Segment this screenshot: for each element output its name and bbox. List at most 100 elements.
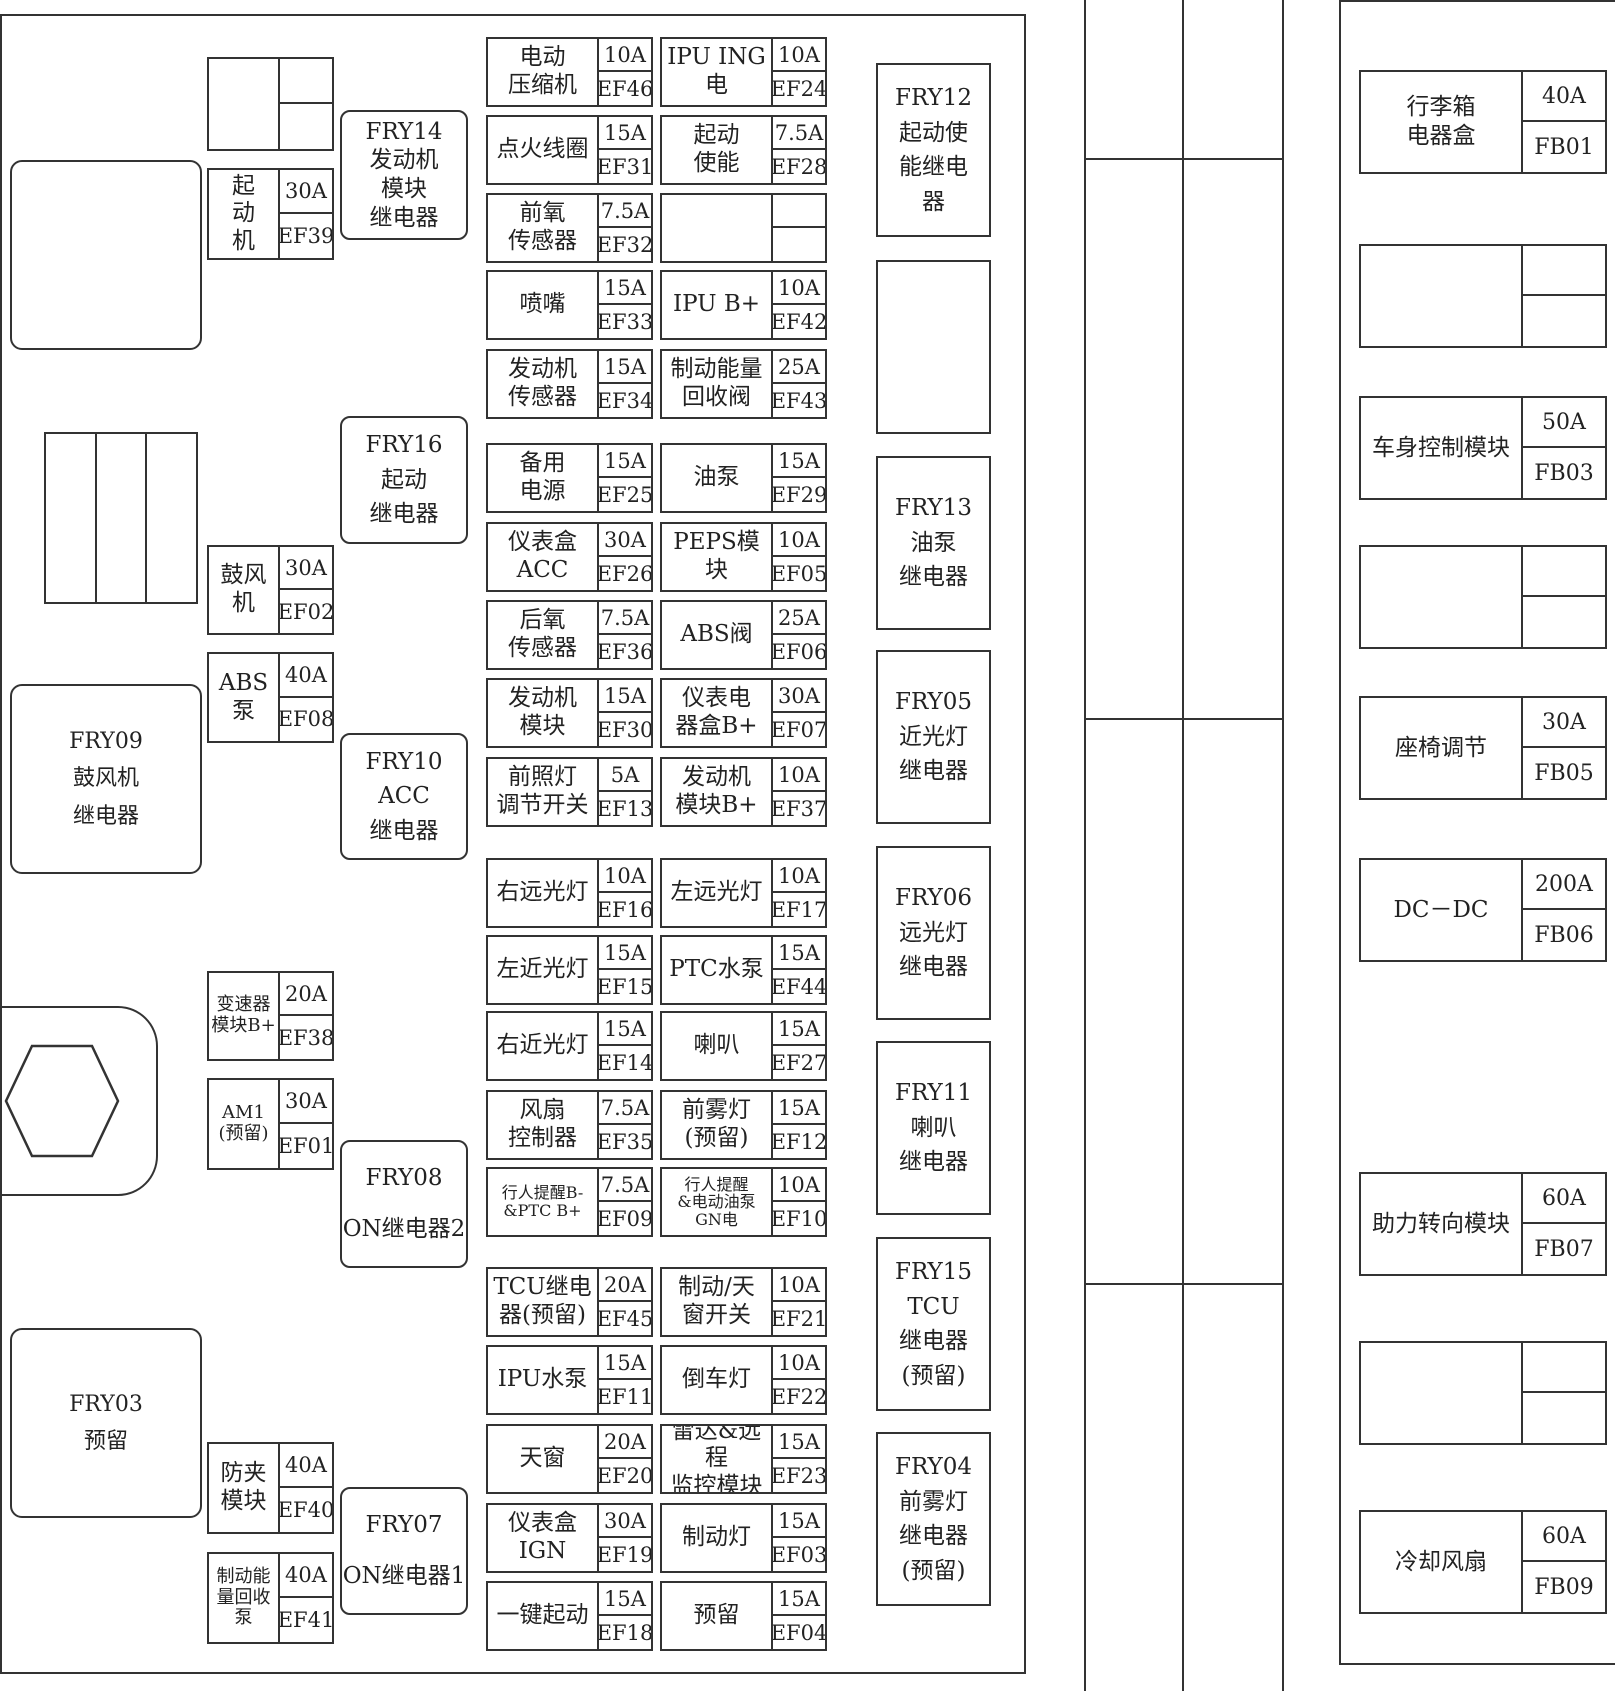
fuse-amp: 25A [773, 351, 825, 384]
fuse-code: EF46 [599, 76, 651, 101]
main-fuse-slot[interactable] [1359, 1341, 1607, 1445]
relay-fry16[interactable]: FRY16 起动 继电器 [340, 416, 468, 544]
fuse-amp: 15A [599, 680, 651, 713]
fuse-label: 前照灯 调节开关 [488, 759, 599, 825]
fuse-label: 制动灯 [662, 1505, 773, 1571]
fuse-amp: 15A [599, 351, 651, 384]
fuse-slot[interactable] [660, 193, 827, 263]
fuse-label: 右近光灯 [488, 1013, 599, 1079]
fuse-code: EF29 [773, 482, 825, 507]
fuse-code: EF40 [280, 1498, 332, 1522]
fuse-ef02[interactable]: 鼓风 机 30A EF02 [207, 545, 334, 635]
fuse-amp: 15A [599, 937, 651, 970]
fuse-label: PEPS模块 [662, 524, 773, 590]
main-fuse-slot[interactable] [1359, 545, 1607, 649]
fuse-label [1361, 246, 1523, 346]
fuse-amp: 10A [773, 39, 825, 72]
relay-fry08[interactable]: FRY08 ON继电器2 [340, 1140, 468, 1268]
fuse-label: IPU ING电 [662, 39, 773, 105]
relay-fry10[interactable]: FRY10 ACC 继电器 [340, 733, 468, 860]
fuse-ef08[interactable]: ABS泵 40A EF08 [207, 652, 334, 743]
fuse-amp: 15A [599, 1013, 651, 1046]
fuse-amp [1523, 246, 1605, 296]
fuse-code: EF19 [599, 1542, 651, 1567]
fuse-label: ABS阀 [662, 602, 773, 668]
relay-fry07[interactable]: FRY07 ON继电器1 [340, 1487, 468, 1615]
main-fuse-slot[interactable] [1359, 244, 1607, 348]
fuse-ef41[interactable]: 制动能 量回收 泵 40A EF41 [207, 1552, 334, 1644]
fuse-ef40[interactable]: 防夹 模块 40A EF40 [207, 1442, 334, 1534]
relay-slot[interactable] [876, 260, 991, 434]
relay-slot[interactable]: FRY15 TCU 继电器 (预留) [876, 1237, 991, 1411]
fuse-ef01[interactable]: AM1 (预留) 30A EF01 [207, 1078, 334, 1170]
relay-slot[interactable]: FRY05 近光灯 继电器 [876, 650, 991, 824]
relay-slot[interactable]: FRY04 前雾灯 继电器 (预留) [876, 1432, 991, 1606]
relay-fry14[interactable]: FRY14 发动机 模块 继电器 [340, 110, 468, 240]
fuse-amp: 10A [773, 759, 825, 792]
middle-bar-left-edge [1084, 0, 1086, 1691]
fuse-amp: 60A [1523, 1174, 1605, 1224]
fuse-label: 仪表电 器盒B+ [662, 680, 773, 746]
fuse-label: 右远光灯 [488, 860, 599, 926]
fuse-amp: 10A [773, 1169, 825, 1202]
fuse-amp: 7.5A [773, 117, 825, 150]
fuse-ef38[interactable]: 变速器 模块B+ 20A EF38 [207, 971, 334, 1061]
fuse-amp: 10A [773, 524, 825, 557]
fuse-code: EF38 [280, 1025, 332, 1050]
fuse-code: EF33 [599, 309, 651, 334]
fuse-code: FB09 [1534, 1574, 1594, 1600]
relay-slot[interactable]: FRY12 起动使 能继电 器 [876, 63, 991, 237]
relay-slot[interactable]: FRY06 远光灯 继电器 [876, 846, 991, 1020]
fuse-amp: 30A [280, 547, 332, 590]
relay-slot[interactable]: FRY11 喇叭 继电器 [876, 1041, 991, 1215]
relay-slot[interactable]: FRY13 油泵 继电器 [876, 456, 991, 630]
fuse-ef39[interactable]: 起 动 机 30A EF39 [207, 168, 334, 260]
fuse-amp: 10A [773, 1269, 825, 1302]
